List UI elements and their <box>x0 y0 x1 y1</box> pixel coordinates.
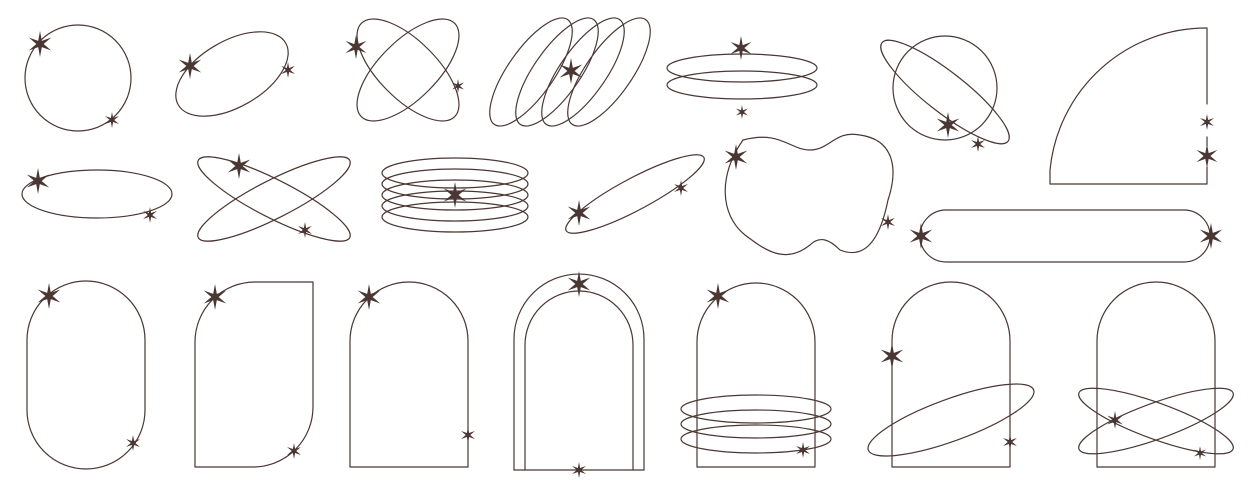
sparkle-star-icon <box>1196 144 1218 168</box>
flat-ring-icon <box>666 70 818 100</box>
arch-ring-icon <box>680 394 832 424</box>
stacked-ring-icon <box>381 179 529 211</box>
sparkle-star-icon <box>298 222 312 238</box>
sparkle-star-icon <box>724 144 748 170</box>
sparkle-star-icon <box>880 343 904 369</box>
sparkle-star-icon <box>227 153 251 179</box>
orbit-frame-icon <box>356 18 460 122</box>
planet-ring-icon <box>880 39 1010 145</box>
sparkle-star-icon <box>567 271 591 297</box>
sparkle-star-icon <box>443 182 467 208</box>
sparkle-star-icon <box>674 180 688 196</box>
sparkle-star-icon <box>1107 411 1123 429</box>
sparkles <box>26 31 1223 478</box>
sparkle-star-icon <box>26 168 50 194</box>
arch-frame-icon <box>891 281 1011 468</box>
sparkle-star-icon <box>37 283 61 309</box>
sparkle-star-icon <box>567 200 591 226</box>
frame-shapes <box>21 17 1234 471</box>
sparkle-star-icon <box>461 427 475 443</box>
quarter-circle-frame-icon <box>1049 27 1208 185</box>
sparkle-star-icon <box>796 442 810 458</box>
sparkle-star-icon <box>881 214 895 230</box>
sparkle-star-icon <box>345 35 367 59</box>
sparkle-star-icon <box>730 36 752 60</box>
orbit-arc-icon <box>565 154 705 234</box>
sparkle-star-icon <box>936 112 960 138</box>
sparkle-star-icon <box>143 207 157 223</box>
sparkle-star-icon <box>1003 434 1017 450</box>
sparkle-star-icon <box>909 223 933 249</box>
sparkle-star-icon <box>287 443 301 459</box>
ring-stack-icon <box>541 17 625 127</box>
sparkle-star-icon <box>1200 114 1214 130</box>
planet-icon <box>892 35 998 141</box>
sparkle-star-icon <box>105 112 119 128</box>
sparkle-star-icon <box>28 31 52 57</box>
sparkle-star-icon <box>281 62 295 78</box>
arch-frame-icon <box>696 282 816 468</box>
arch-frame-icon <box>1096 281 1216 468</box>
sparkle-star-icon <box>706 283 730 309</box>
sparkle-star-icon <box>971 136 985 152</box>
sparkle-star-icon <box>357 284 381 310</box>
flat-ring-icon <box>666 53 818 83</box>
sparkle-star-icon <box>203 284 227 310</box>
arch-ring-icon <box>680 424 832 454</box>
cross-orbit-icon <box>197 156 351 242</box>
sparkle-star-icon <box>1199 223 1223 249</box>
double-arch-outer-icon <box>513 273 645 471</box>
ring-stack-icon <box>489 17 573 127</box>
arch-ring-icon <box>680 409 832 439</box>
arch-frame-icon <box>349 281 469 468</box>
oval-frame-icon <box>21 169 173 219</box>
arch-orbit-icon <box>1078 387 1234 455</box>
leaf-frame-icon <box>194 281 314 468</box>
sparkle-star-icon <box>1193 446 1207 460</box>
tilted-oval-frame-icon <box>175 31 289 117</box>
cloud-frame-icon <box>724 133 894 256</box>
sparkle-star-icon <box>735 105 749 119</box>
sparkle-star-icon <box>126 435 140 451</box>
ring-stack-icon <box>515 17 599 127</box>
ring-stack-icon <box>567 17 651 127</box>
circle-frame-icon <box>24 24 132 132</box>
orbit-frame-icon <box>356 18 460 122</box>
arch-orbit-icon <box>867 383 1035 457</box>
double-arch-inner-icon <box>524 290 634 471</box>
arch-orbit-icon <box>1078 387 1234 455</box>
sparkle-star-icon <box>559 58 583 84</box>
sparkle-star-icon <box>178 53 202 79</box>
capsule-frame-icon <box>919 209 1211 263</box>
cross-orbit-icon <box>197 156 351 242</box>
sparkle-star-icon <box>451 79 465 93</box>
sparkle-star-icon <box>572 462 586 478</box>
pill-frame-icon <box>26 280 146 470</box>
